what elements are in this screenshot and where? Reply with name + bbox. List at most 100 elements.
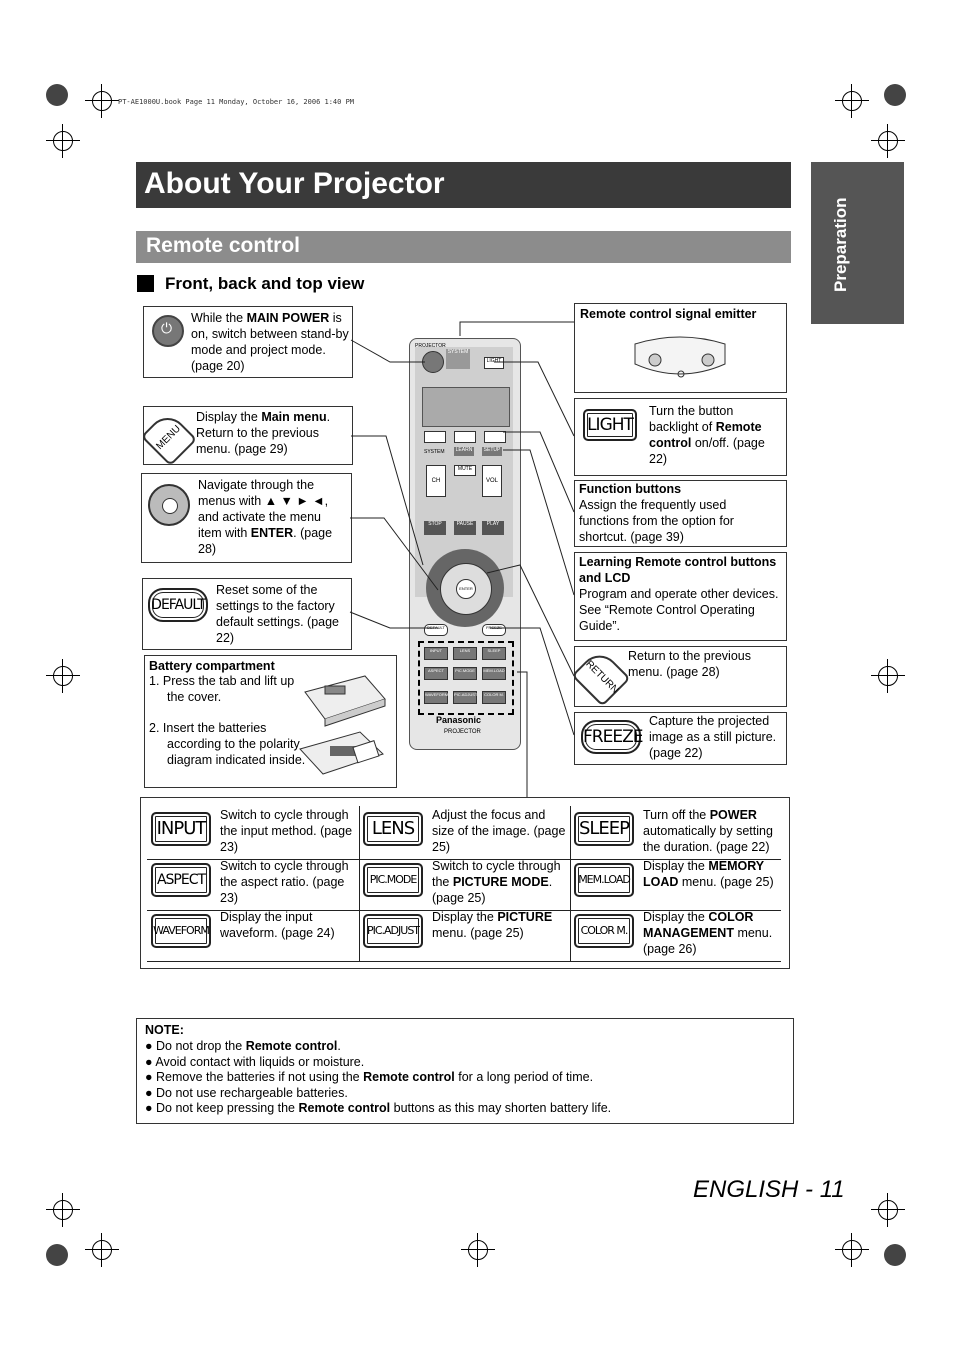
callout-battery: Battery compartment 1. Press the tab and… xyxy=(144,655,397,788)
remote-waveform-button: WAVEFORM xyxy=(424,691,448,704)
callout-default-text: Reset some of the settings to the factor… xyxy=(216,583,339,645)
remote-brand-logo: Panasonic xyxy=(436,715,482,725)
button-icon-input: INPUT xyxy=(151,812,211,846)
callout-return-text: Return to the previous menu. (page 28) xyxy=(628,649,751,679)
remote-dashed-group xyxy=(418,641,514,715)
registration-dot-icon xyxy=(884,1244,906,1266)
remote-play-button: PLAY xyxy=(482,521,504,535)
note-item: ● Do not keep pressing the Remote contro… xyxy=(145,1101,612,1115)
registration-dot-icon xyxy=(46,84,68,106)
button-description: Switch to cycle through the input method… xyxy=(220,808,353,854)
file-info-header: PT-AE1000U.book Page 11 Monday, October … xyxy=(118,98,355,106)
button-description: Adjust the focus and size of the image. … xyxy=(432,808,566,854)
button-icon-aspect: ASPECT xyxy=(151,863,211,897)
remote-projector-label: PROJECTOR xyxy=(415,343,446,349)
callout-return: RETURN Return to the previous menu. (pag… xyxy=(571,646,787,707)
remote-picadjust-button: PIC.ADJUST xyxy=(453,691,477,704)
crosshair-icon xyxy=(871,1193,905,1227)
crosshair-icon xyxy=(46,659,80,693)
callout-function: Function buttons Assign the frequently u… xyxy=(574,480,787,547)
callout-menu: MENU Display the Main menu. Return to th… xyxy=(140,406,353,467)
remote-function-button xyxy=(454,431,476,443)
navigation-pad-icon xyxy=(148,484,190,526)
registration-dot-icon xyxy=(884,84,906,106)
section-title: Remote control xyxy=(146,234,301,257)
remote-aspect-button: ASPECT xyxy=(424,667,448,680)
remote-learn-button: LEARN xyxy=(454,447,474,456)
subsection-title: Front, back and top view xyxy=(165,274,365,293)
learning-text: Program and operate other devices. See “… xyxy=(579,587,779,633)
button-description: Display the MEMORY LOAD menu. (page 25) xyxy=(643,859,774,889)
remote-pause-button: PAUSE xyxy=(454,521,476,535)
callout-power: ⏻ While the MAIN POWER is on, switch bet… xyxy=(143,306,353,378)
button-description: Switch to cycle through the aspect ratio… xyxy=(220,859,349,905)
crosshair-icon xyxy=(871,124,905,158)
remote-input-button: INPUT xyxy=(424,647,448,660)
button-description: Display the PICTURE menu. (page 25) xyxy=(432,910,553,940)
function-title: Function buttons xyxy=(579,482,682,496)
remote-picmode-button: PIC.MODE xyxy=(453,667,477,680)
page-title: About Your Projector xyxy=(144,167,445,200)
remote-ch-button: CH xyxy=(426,465,446,497)
light-button-icon: LIGHT xyxy=(583,409,637,441)
remote-arrow-pad xyxy=(440,563,492,615)
crosshair-icon xyxy=(46,124,80,158)
remote-sleep-button: SLEEP xyxy=(482,647,506,660)
remote-memload-button: MEM.LOAD xyxy=(482,667,506,680)
bullet-icon: ● xyxy=(145,1070,157,1084)
callout-freeze-text: Capture the projected image as a still p… xyxy=(649,714,777,760)
battery-cover-illustration xyxy=(299,675,386,775)
note-item: ● Do not use rechargeable batteries. xyxy=(145,1085,348,1100)
button-description: Display the input waveform. (page 24) xyxy=(220,910,335,940)
power-icon: ⏻ xyxy=(152,315,184,347)
section-marker-icon xyxy=(137,275,154,292)
signal-emitter-illustration xyxy=(634,336,726,378)
callout-power-text: While the MAIN POWER is on, switch betwe… xyxy=(191,311,349,373)
emitter-title: Remote control signal emitter xyxy=(580,307,757,321)
crosshair-icon xyxy=(871,659,905,693)
bullet-icon: ● xyxy=(145,1101,157,1115)
registration-dot-icon xyxy=(46,1244,68,1266)
callout-emitter: Remote control signal emitter xyxy=(574,303,787,393)
remote-enter-button: ENTER xyxy=(456,579,476,599)
remote-lcd xyxy=(422,387,510,427)
default-button-icon: DEFAULT xyxy=(148,588,208,622)
crosshair-icon xyxy=(461,1233,495,1267)
crosshair-icon xyxy=(46,1193,80,1227)
bullet-icon: ● xyxy=(145,1085,157,1100)
button-icon-colorm: COLOR M. xyxy=(574,914,634,948)
button-description: Switch to cycle through the PICTURE MODE… xyxy=(432,859,561,905)
callout-navigate: Navigate through the menus with ▲ ▼ ► ◄,… xyxy=(141,473,352,563)
title-bar: About Your Projector xyxy=(136,162,791,208)
button-description: Turn off the POWER automatically by sett… xyxy=(643,808,773,854)
callout-learning: Learning Remote control buttons and LCD … xyxy=(574,552,787,641)
button-description: Display the COLOR MANAGEMENT menu. (page… xyxy=(643,910,773,956)
page-number: 11 xyxy=(819,1176,845,1203)
callout-light-text: Turn the button backlight of Remote cont… xyxy=(649,404,765,466)
note-title: NOTE: xyxy=(145,1023,184,1037)
battery-step-1: 1. Press the tab and lift up the cover. xyxy=(149,674,295,704)
freeze-button-icon: FREEZE xyxy=(581,720,643,754)
section-bar: Remote control xyxy=(136,231,791,263)
button-icon-picmode: PIC.MODE xyxy=(363,863,423,897)
callout-menu-text: Display the Main menu. Return to the pre… xyxy=(196,410,331,456)
note-item: ● Remove the batteries if not using the … xyxy=(145,1070,594,1084)
footer-language: ENGLISH xyxy=(693,1176,799,1203)
learning-title: Learning Remote control buttons and LCD xyxy=(579,555,777,585)
remote-system-label: SYSTEM xyxy=(424,449,445,455)
battery-step-2: 2. Insert the batteries according to the… xyxy=(149,721,306,767)
button-icon-lens: LENS xyxy=(363,812,423,846)
crosshair-icon xyxy=(85,84,119,118)
crosshair-icon xyxy=(85,1233,119,1267)
bullet-icon: ● xyxy=(145,1039,157,1053)
remote-stop-button: STOP xyxy=(424,521,446,535)
remote-function-button xyxy=(424,431,446,443)
button-icon-memload: MEM.LOAD xyxy=(574,863,634,897)
remote-control-illustration: PROJECTOR SYSTEM LIGHT SYSTEM LEARN SETU… xyxy=(409,338,521,750)
battery-title: Battery compartment xyxy=(149,659,275,673)
remote-mute-button: MUTE xyxy=(454,465,476,476)
callout-default: DEFAULT Reset some of the settings to th… xyxy=(142,578,352,650)
remote-vol-button: VOL xyxy=(482,465,502,497)
button-icon-sleep: SLEEP xyxy=(574,812,634,846)
